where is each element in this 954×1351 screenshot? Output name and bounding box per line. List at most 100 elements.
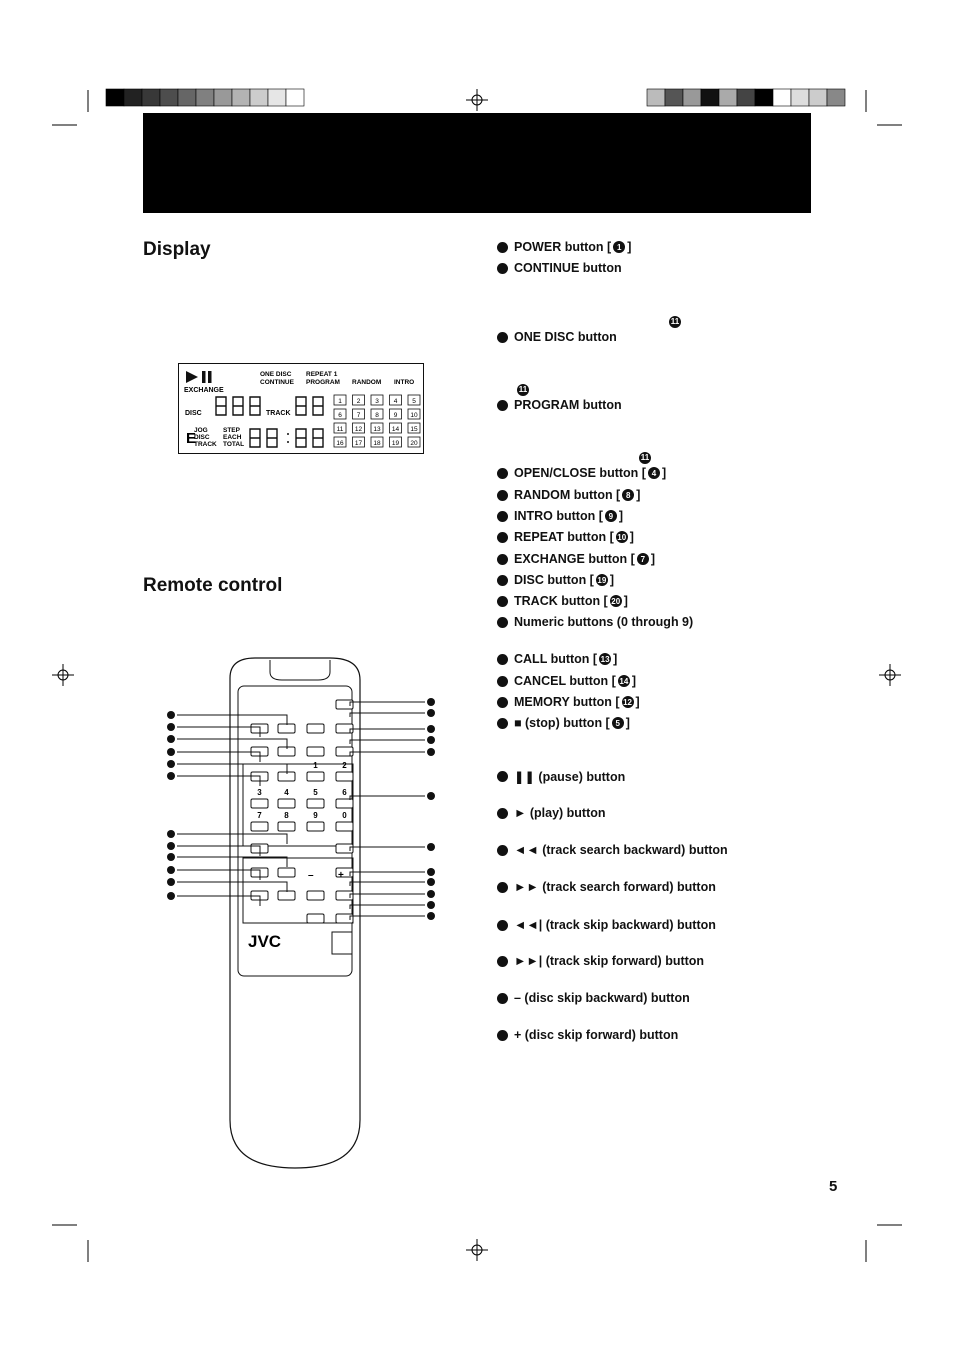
svg-text:–: – [308, 870, 314, 881]
bullet-icon [497, 616, 508, 628]
button-name: ►►| (track skip forward) button [514, 954, 705, 968]
button-name: ► (play) button [514, 806, 606, 820]
bullet-icon [497, 574, 508, 586]
lcd-track-indicator [333, 436, 347, 448]
numeric-key [306, 821, 325, 832]
color-swatch [772, 88, 792, 107]
bullet-icon [497, 807, 508, 819]
button-name: ►► (track search forward) button [514, 880, 716, 894]
lcd-track-number: 10 [410, 412, 418, 419]
color-swatch [285, 88, 305, 107]
button-list-item: CONTINUE button [497, 261, 622, 275]
callout-dot [167, 772, 175, 780]
remote-button [335, 699, 354, 710]
remote-button [335, 843, 354, 854]
bracket-close: ] [631, 674, 637, 688]
reference-number: 7 [636, 553, 649, 565]
bullet-icon [497, 992, 508, 1004]
button-list-item: ❚❚ (pause) button [497, 769, 625, 784]
lcd-track-indicator [407, 408, 421, 420]
numeric-key-label: 6 [342, 788, 347, 797]
callout-dot [427, 792, 435, 800]
lcd-track-number: 12 [355, 426, 363, 433]
color-swatch [700, 88, 720, 107]
callout-dot [167, 760, 175, 768]
svg-text:E: E [186, 430, 196, 447]
callout-dot [427, 878, 435, 886]
svg-text:RANDOM: RANDOM [352, 379, 381, 386]
reference-number: 13 [599, 653, 612, 665]
callout-dot [427, 725, 435, 733]
reference-number: 20 [609, 595, 622, 607]
color-swatch [790, 88, 810, 107]
callout-dot [167, 735, 175, 743]
bullet-icon [497, 675, 508, 687]
callout-dot [167, 878, 175, 886]
lcd-track-number: 16 [336, 440, 344, 447]
button-list-item: TRACK button [20] [497, 594, 628, 608]
lcd-track-indicator [352, 436, 365, 448]
remote-button [277, 890, 296, 901]
pause-indicator-icon [202, 371, 206, 383]
lcd-track-indicator [370, 422, 384, 434]
color-swatch [808, 88, 828, 107]
button-list-item: POWER button [1] [497, 240, 631, 254]
color-swatch [231, 88, 251, 107]
bracket-close: ] [629, 530, 634, 544]
ref-11-c: 11 [639, 451, 651, 464]
lcd-track-indicator [389, 394, 402, 406]
numeric-key-label: 2 [342, 761, 347, 770]
lcd-track-number: 8 [375, 412, 379, 419]
lcd-track-indicator [407, 394, 421, 406]
lcd-track-number: 19 [392, 440, 400, 447]
color-swatch [682, 88, 702, 107]
button-list-item: MEMORY button [12] [497, 695, 640, 709]
svg-text:CONTINUE: CONTINUE [260, 379, 295, 386]
reference-number: 1 [613, 241, 626, 253]
callout-dot [167, 723, 175, 731]
lcd-track-number: 6 [338, 412, 342, 419]
button-list-item: OPEN/CLOSE button [4] [497, 466, 666, 480]
button-name: RANDOM button [ [514, 488, 621, 502]
lcd-track-number: 13 [373, 426, 381, 433]
color-swatch [105, 88, 125, 107]
lcd-track-number: 11 [337, 426, 344, 433]
button-list-item: CALL button [13] [497, 652, 617, 666]
color-swatch [177, 88, 197, 107]
lcd-track-indicator [370, 394, 384, 406]
callout-dot [427, 901, 435, 909]
color-swatch [754, 88, 774, 107]
button-name: TRACK button [ [514, 594, 608, 608]
lcd-track-indicator [333, 394, 347, 406]
remote-button [306, 913, 325, 924]
callout-dot [167, 853, 175, 861]
color-swatch [267, 88, 287, 107]
remote-button [306, 890, 325, 901]
reference-number: 12 [621, 696, 634, 708]
numeric-key-label: 9 [313, 811, 318, 820]
jvc-logo: JVC [248, 932, 281, 951]
button-name: ◄◄| (track skip backward) button [514, 918, 716, 932]
callout-dot [427, 912, 435, 920]
bracket-close: ] [627, 240, 632, 254]
svg-text:INTRO: INTRO [394, 379, 414, 386]
lcd-track-indicator [352, 408, 365, 420]
remote-heading: Remote control [143, 575, 283, 596]
numeric-key-label: 8 [284, 811, 289, 820]
button-name: POWER button [ [514, 240, 612, 254]
callout-dot [427, 748, 435, 756]
callout-dot [427, 736, 435, 744]
numeric-key [306, 798, 325, 809]
button-name: CALL button [ [514, 652, 598, 666]
button-list-item: + (disc skip forward) button [497, 1028, 678, 1042]
button-name: INTRO button [ [514, 509, 603, 523]
button-name: CANCEL button [ [514, 674, 616, 688]
reference-number: 14 [617, 675, 630, 687]
button-list-item: DISC button [19] [497, 573, 614, 587]
numeric-key-label: 0 [342, 811, 347, 820]
bullet-icon [497, 531, 508, 543]
reference-number: 5 [611, 717, 624, 729]
callout-dot [167, 866, 175, 874]
